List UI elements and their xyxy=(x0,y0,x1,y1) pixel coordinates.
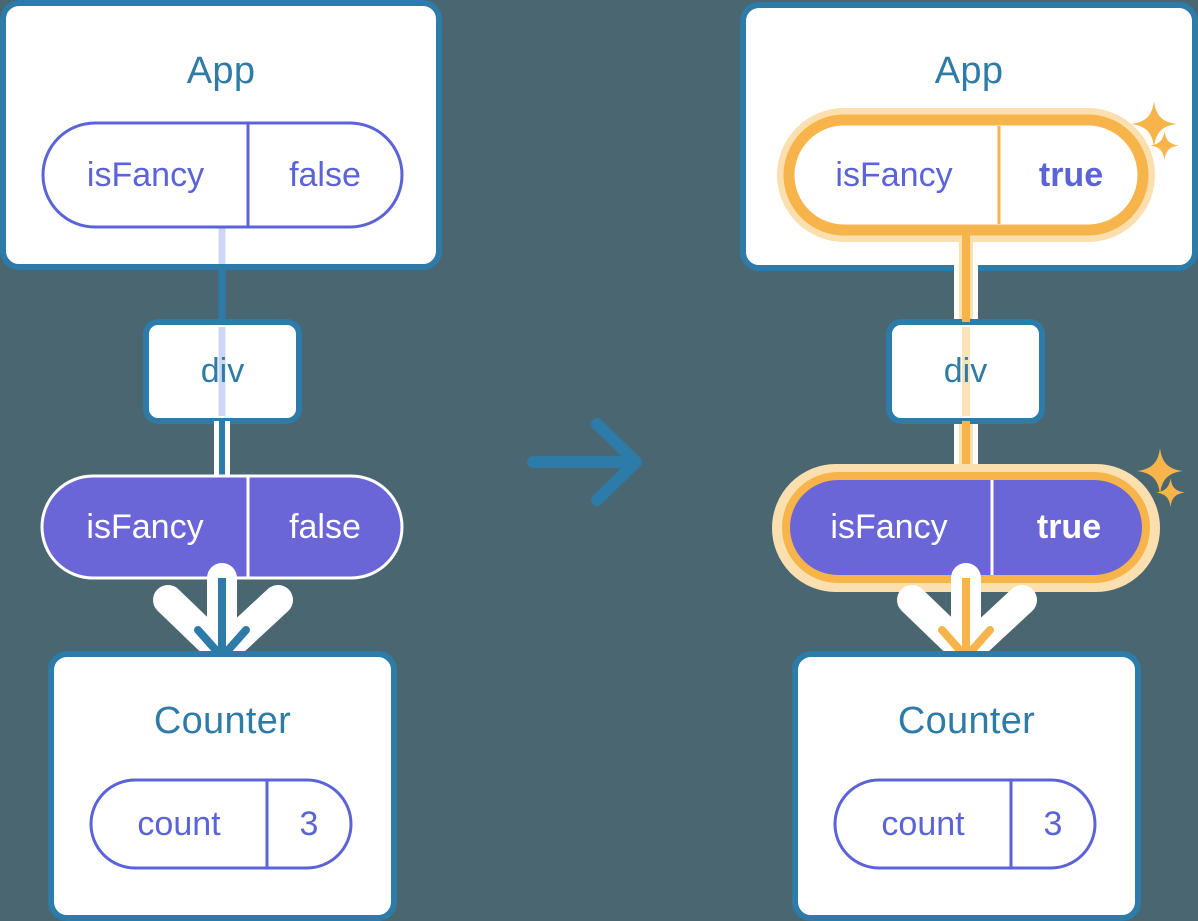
counter-pill-right xyxy=(833,778,1097,870)
app-pill-left xyxy=(41,121,404,229)
app-card-title-left: App xyxy=(186,50,256,92)
transition-arrow xyxy=(527,418,642,506)
flow-arrow-right xyxy=(897,563,1037,667)
props-pill-left xyxy=(40,474,404,580)
div-node-label-left: div xyxy=(200,352,245,390)
div-node-label-right: div xyxy=(943,352,988,390)
app-pill-right xyxy=(777,108,1155,242)
counter-card-title-right: Counter xyxy=(897,700,1036,742)
app-card-title-right: App xyxy=(934,50,1004,92)
counter-card-title-left: Counter xyxy=(153,700,292,742)
counter-pill-left xyxy=(89,778,353,870)
flow-arrow-left xyxy=(153,563,293,667)
